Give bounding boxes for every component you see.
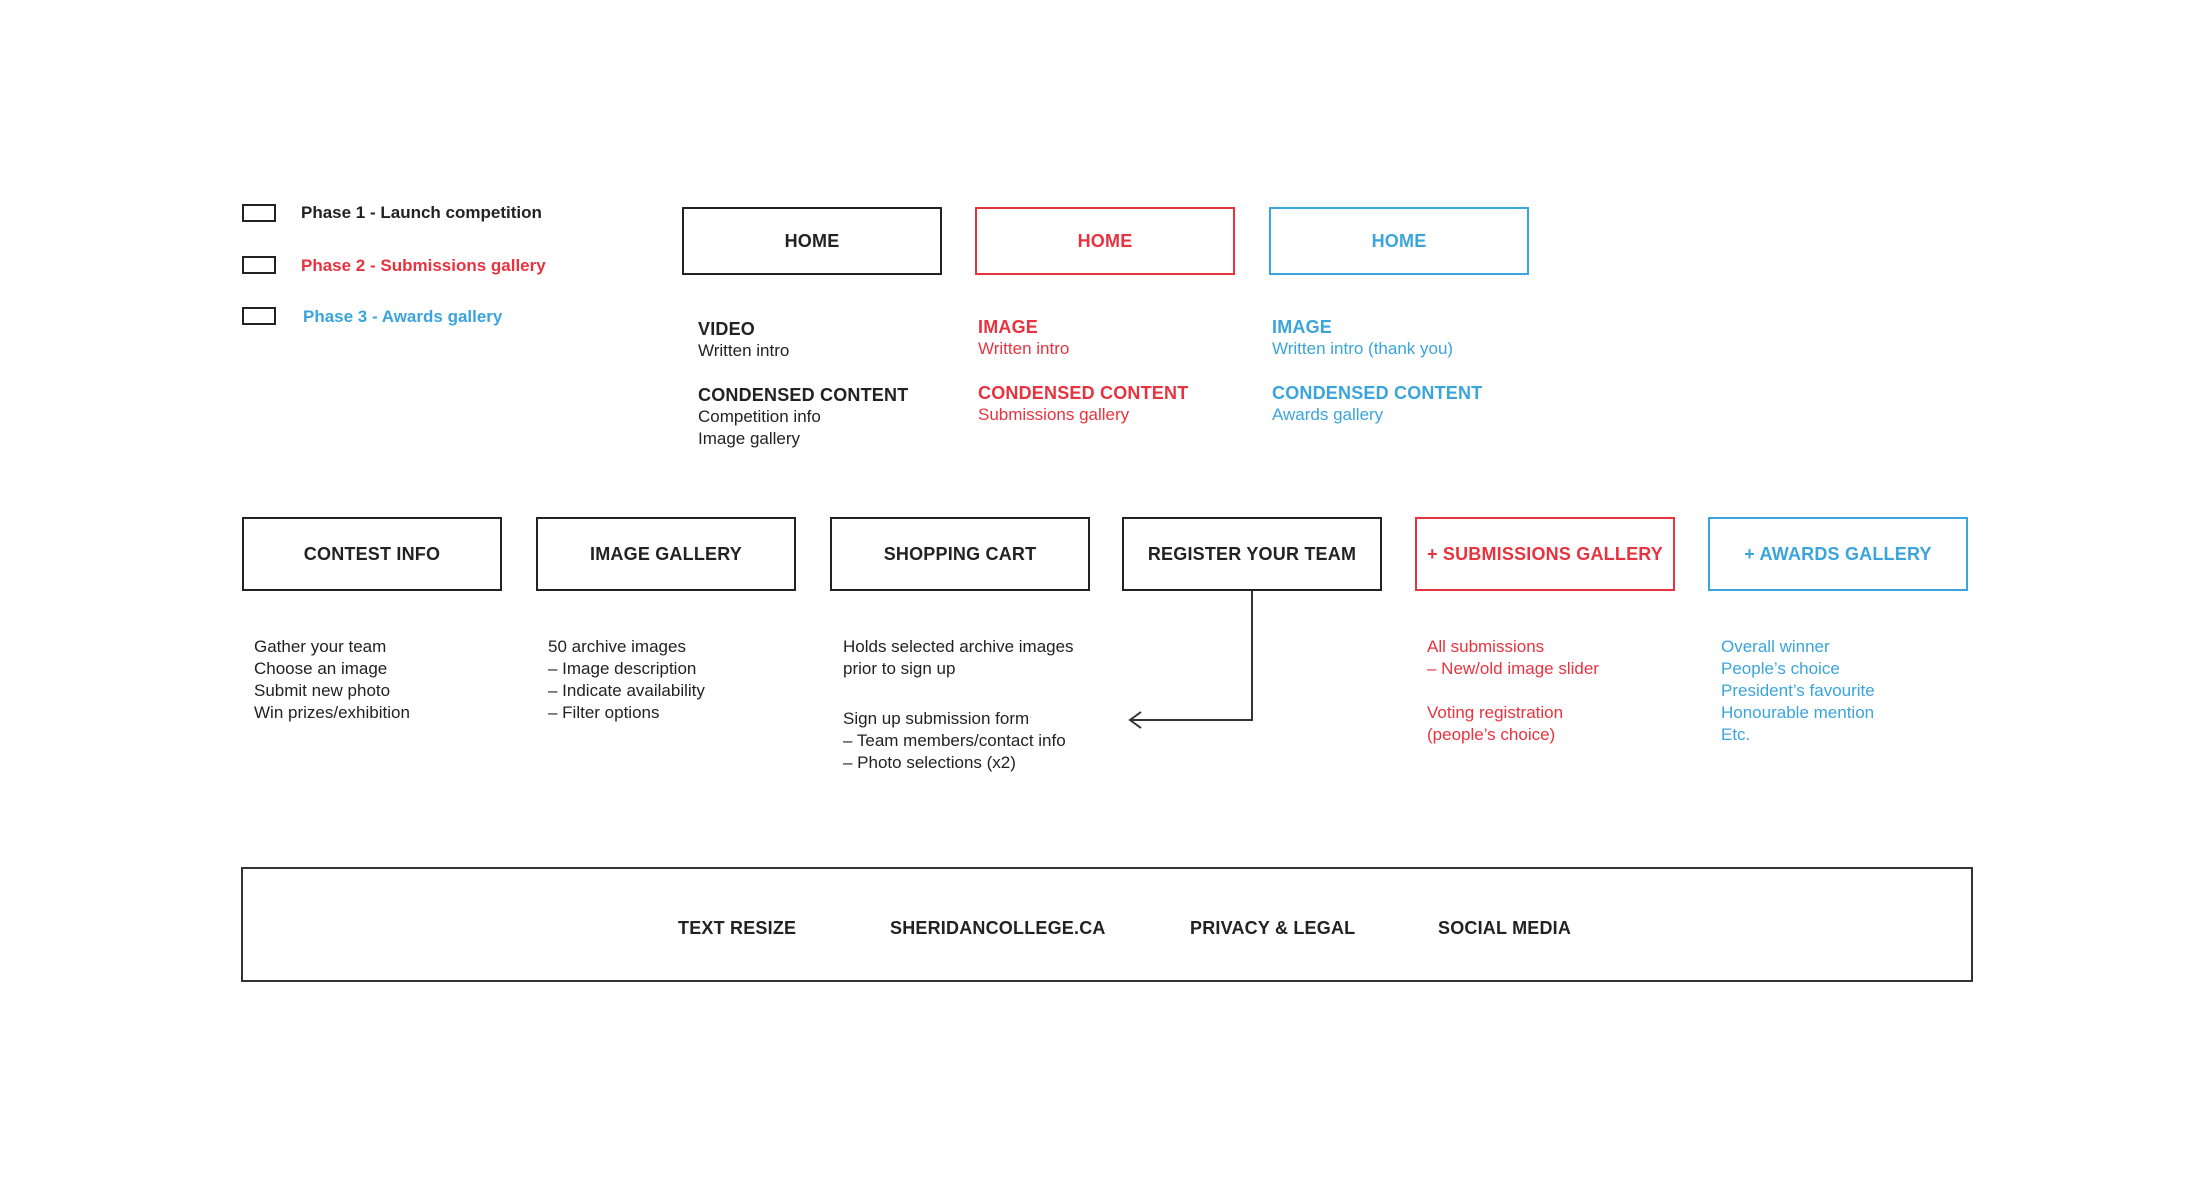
home-box-phase-3[interactable]: HOME	[1269, 207, 1529, 275]
legend-swatch-phase-2	[242, 256, 276, 274]
awards-gallery-description: Overall winner People’s choice President…	[1721, 636, 1875, 746]
nav-register-your-team[interactable]: REGISTER YOUR TEAM	[1122, 517, 1382, 591]
home-3-line: Awards gallery	[1272, 405, 1384, 424]
home-1-line: Image gallery	[698, 429, 801, 448]
nav-submissions-gallery[interactable]: + SUBMISSIONS GALLERY	[1415, 517, 1675, 591]
footer: TEXT RESIZE SHERIDANCOLLEGE.CA PRIVACY &…	[241, 867, 1973, 982]
home-2-line: Written intro	[978, 339, 1070, 358]
nav-awards-gallery[interactable]: + AWARDS GALLERY	[1708, 517, 1968, 591]
signup-form-line: Sign up submission form	[843, 709, 1030, 728]
footer-link-text-resize[interactable]: TEXT RESIZE	[678, 918, 797, 938]
legend-swatch-phase-1	[242, 204, 276, 222]
image-gallery-description: 50 archive images – Image description – …	[548, 636, 705, 724]
home-2-heading-image: IMAGE	[978, 317, 1039, 337]
image-gallery-line: 50 archive images	[548, 637, 686, 656]
awards-line: People’s choice	[1721, 659, 1840, 678]
home-box-phase-2[interactable]: HOME	[975, 207, 1235, 275]
nav-shopping-cart[interactable]: SHOPPING CART	[830, 517, 1090, 591]
awards-line: Overall winner	[1721, 637, 1830, 656]
submissions-line: All submissions	[1427, 637, 1545, 656]
legend-label-phase-1: Phase 1 - Launch competition	[301, 203, 542, 222]
home-2-heading-condensed: CONDENSED CONTENT	[978, 383, 1189, 403]
submissions-line: – New/old image slider	[1427, 659, 1599, 678]
contest-info-line: Submit new photo	[254, 681, 391, 700]
home-3-line: Written intro (thank you)	[1272, 339, 1454, 358]
home-phase-1-description: VIDEO Written intro CONDENSED CONTENT Co…	[698, 318, 908, 450]
footer-link-sheridancollege[interactable]: SHERIDANCOLLEGE.CA	[890, 918, 1106, 938]
home-1-heading-condensed: CONDENSED CONTENT	[698, 385, 909, 405]
signup-form-line: – Team members/contact info	[843, 731, 1066, 750]
footer-link-privacy-legal[interactable]: PRIVACY & LEGAL	[1190, 918, 1356, 938]
footer-link-social-media[interactable]: SOCIAL MEDIA	[1438, 918, 1572, 938]
shopping-cart-line: prior to sign up	[843, 659, 956, 678]
home-phase-2-description: IMAGE Written intro CONDENSED CONTENT Su…	[978, 316, 1188, 426]
contest-info-line: Gather your team	[254, 637, 387, 656]
voting-line: (people’s choice)	[1427, 725, 1556, 744]
home-1-heading-video: VIDEO	[698, 319, 756, 339]
home-1-line: Written intro	[698, 341, 790, 360]
voting-line: Voting registration	[1427, 703, 1564, 722]
signup-form-line: – Photo selections (x2)	[843, 753, 1016, 772]
contest-info-description: Gather your team Choose an image Submit …	[254, 636, 410, 724]
shopping-cart-line: Holds selected archive images	[843, 637, 1074, 656]
contest-info-line: Win prizes/exhibition	[254, 703, 410, 722]
shopping-cart-description: Holds selected archive images prior to s…	[843, 636, 1074, 774]
image-gallery-line: – Filter options	[548, 703, 660, 722]
submissions-gallery-description: All submissions – New/old image slider V…	[1427, 636, 1599, 746]
home-box-phase-1[interactable]: HOME	[682, 207, 942, 275]
home-3-heading-condensed: CONDENSED CONTENT	[1272, 383, 1483, 403]
home-phase-3-description: IMAGE Written intro (thank you) CONDENSE…	[1272, 316, 1482, 426]
nav-image-gallery[interactable]: IMAGE GALLERY	[536, 517, 796, 591]
image-gallery-line: – Image description	[548, 659, 697, 678]
contest-info-line: Choose an image	[254, 659, 388, 678]
image-gallery-line: – Indicate availability	[548, 681, 705, 700]
awards-line: Etc.	[1721, 725, 1751, 744]
legend-swatch-phase-3	[242, 307, 276, 325]
legend-label-phase-3: Phase 3 - Awards gallery	[303, 307, 503, 326]
nav-contest-info[interactable]: CONTEST INFO	[242, 517, 502, 591]
home-1-line: Competition info	[698, 407, 821, 426]
awards-line: President’s favourite	[1721, 681, 1875, 700]
awards-line: Honourable mention	[1721, 703, 1875, 722]
home-2-line: Submissions gallery	[978, 405, 1130, 424]
home-3-heading-image: IMAGE	[1272, 317, 1333, 337]
legend-label-phase-2: Phase 2 - Submissions gallery	[301, 256, 546, 275]
